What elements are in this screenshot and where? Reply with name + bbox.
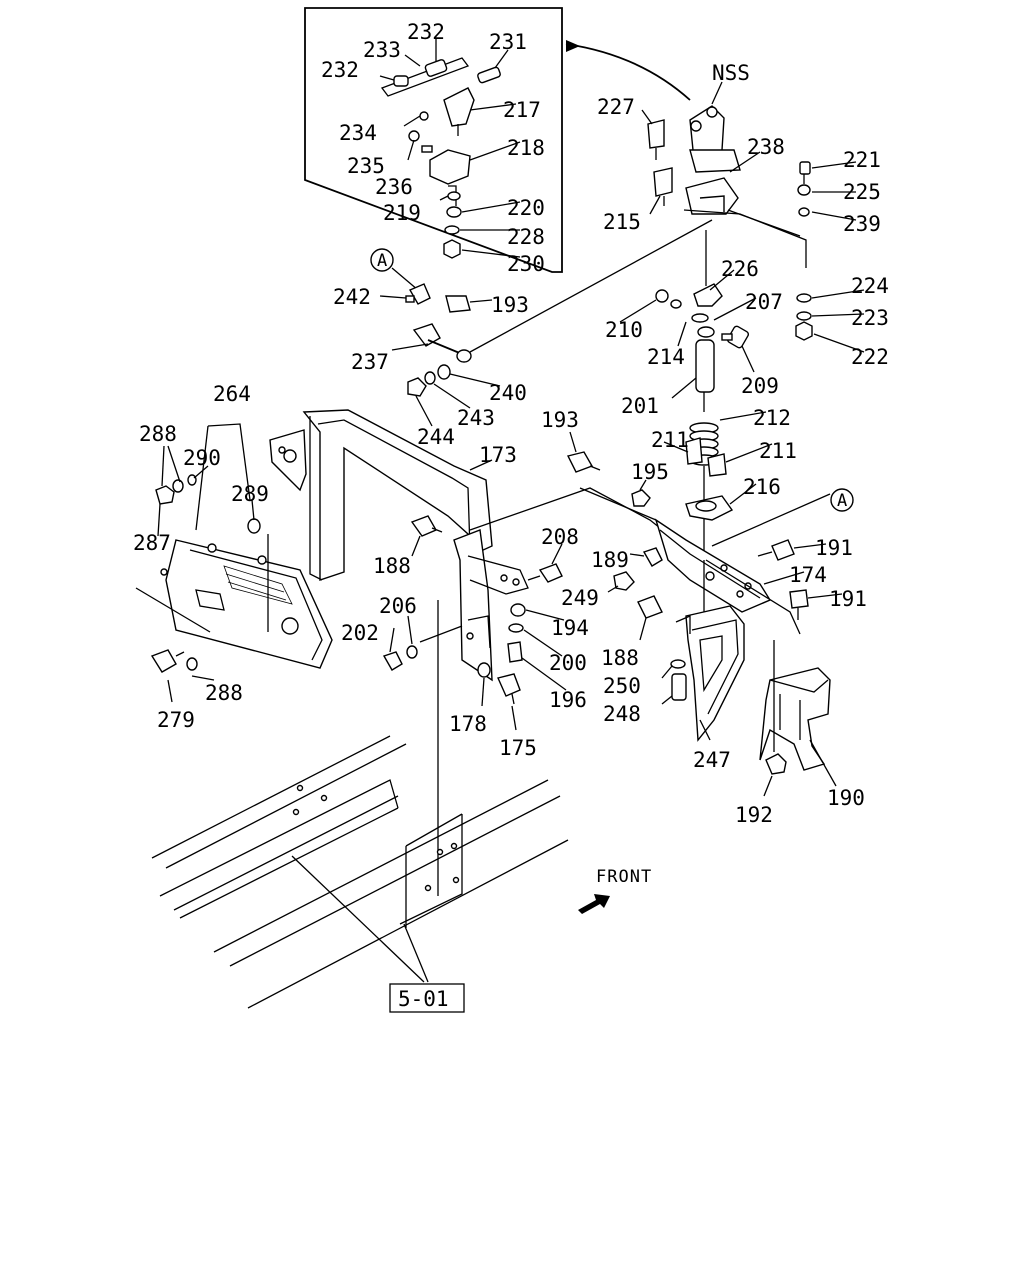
cab-lock-assembly [641,81,865,353]
part-number-233: 233 [363,38,401,62]
part-number-248: 248 [603,702,641,726]
nss-label: NSS [712,61,750,85]
part-number-175: 175 [499,736,537,760]
part-number-211: 211 [651,428,689,452]
part-number-232: 232 [321,58,359,82]
shock-spring-assembly [619,230,773,560]
part-number-178: 178 [449,712,487,736]
front-label: FRONT [596,867,652,887]
part-number-207: 207 [745,290,783,314]
part-number-223: 223 [851,306,889,330]
callout-a-label-right: A [837,491,848,511]
part-number-232: 232 [407,20,445,44]
part-number-279: 279 [157,708,195,732]
part-number-230: 230 [507,252,545,276]
link-rod-assembly: A [370,219,713,427]
part-number-206: 206 [379,594,417,618]
part-number-191: 191 [829,587,867,611]
part-number-222: 222 [851,345,889,369]
part-number-214: 214 [647,345,685,369]
part-number-288: 288 [205,681,243,705]
part-number-221: 221 [843,148,881,172]
part-number-234: 234 [339,121,377,145]
part-number-196: 196 [549,688,587,712]
part-number-218: 218 [507,136,545,160]
part-number-242: 242 [333,285,371,309]
center-fasteners [382,431,651,896]
part-number-264: 264 [213,382,251,406]
part-number-288: 288 [139,422,177,446]
part-number-194: 194 [551,616,589,640]
part-number-193: 193 [491,293,529,317]
part-number-188: 188 [601,646,639,670]
left-mounting-panel [135,423,333,703]
part-number-219: 219 [383,201,421,225]
part-number-250: 250 [603,674,641,698]
part-number-240: 240 [489,381,527,405]
part-number-289: 289 [231,482,269,506]
part-number-226: 226 [721,257,759,281]
front-arrow-icon [578,894,610,914]
reference-box [389,983,465,1013]
right-crossmember: A [579,487,854,641]
part-number-247: 247 [693,748,731,772]
part-number-220: 220 [507,196,545,220]
part-number-228: 228 [507,225,545,249]
part-number-290: 290 [183,446,221,470]
part-number-227: 227 [597,95,635,119]
callout-a-label-left: A [377,251,388,271]
part-number-188: 188 [373,554,411,578]
part-number-200: 200 [549,651,587,675]
part-number-236: 236 [375,175,413,199]
part-number-174: 174 [789,563,827,587]
part-number-173: 173 [479,443,517,467]
part-number-195: 195 [631,460,669,484]
part-number-189: 189 [591,548,629,572]
part-number-249: 249 [561,586,599,610]
part-number-238: 238 [747,135,785,159]
part-number-210: 210 [605,318,643,342]
part-number-193: 193 [541,408,579,432]
part-number-190: 190 [827,786,865,810]
part-number-215: 215 [603,210,641,234]
part-number-287: 287 [133,531,171,555]
part-number-216: 216 [743,475,781,499]
part-number-202: 202 [341,621,379,645]
part-number-191: 191 [815,536,853,560]
part-number-231: 231 [489,30,527,54]
part-number-208: 208 [541,525,579,549]
part-number-209: 209 [741,374,779,398]
part-number-244: 244 [417,425,455,449]
main-frame [269,409,661,682]
callout-a-circle-left [370,248,394,272]
chassis-rails [151,735,569,1009]
part-number-211: 211 [759,439,797,463]
part-number-243: 243 [457,406,495,430]
part-number-217: 217 [503,98,541,122]
callout-a-circle-right [830,488,854,512]
part-number-237: 237 [351,350,389,374]
inset-detail-box [304,7,691,273]
lower-right-brackets [661,605,837,797]
part-number-192: 192 [735,803,773,827]
part-number-224: 224 [851,274,889,298]
part-number-201: 201 [621,394,659,418]
part-number-225: 225 [843,180,881,204]
part-number-212: 212 [753,406,791,430]
reference-code: 5-01 [398,987,449,1011]
part-number-239: 239 [843,212,881,236]
part-number-235: 235 [347,154,385,178]
